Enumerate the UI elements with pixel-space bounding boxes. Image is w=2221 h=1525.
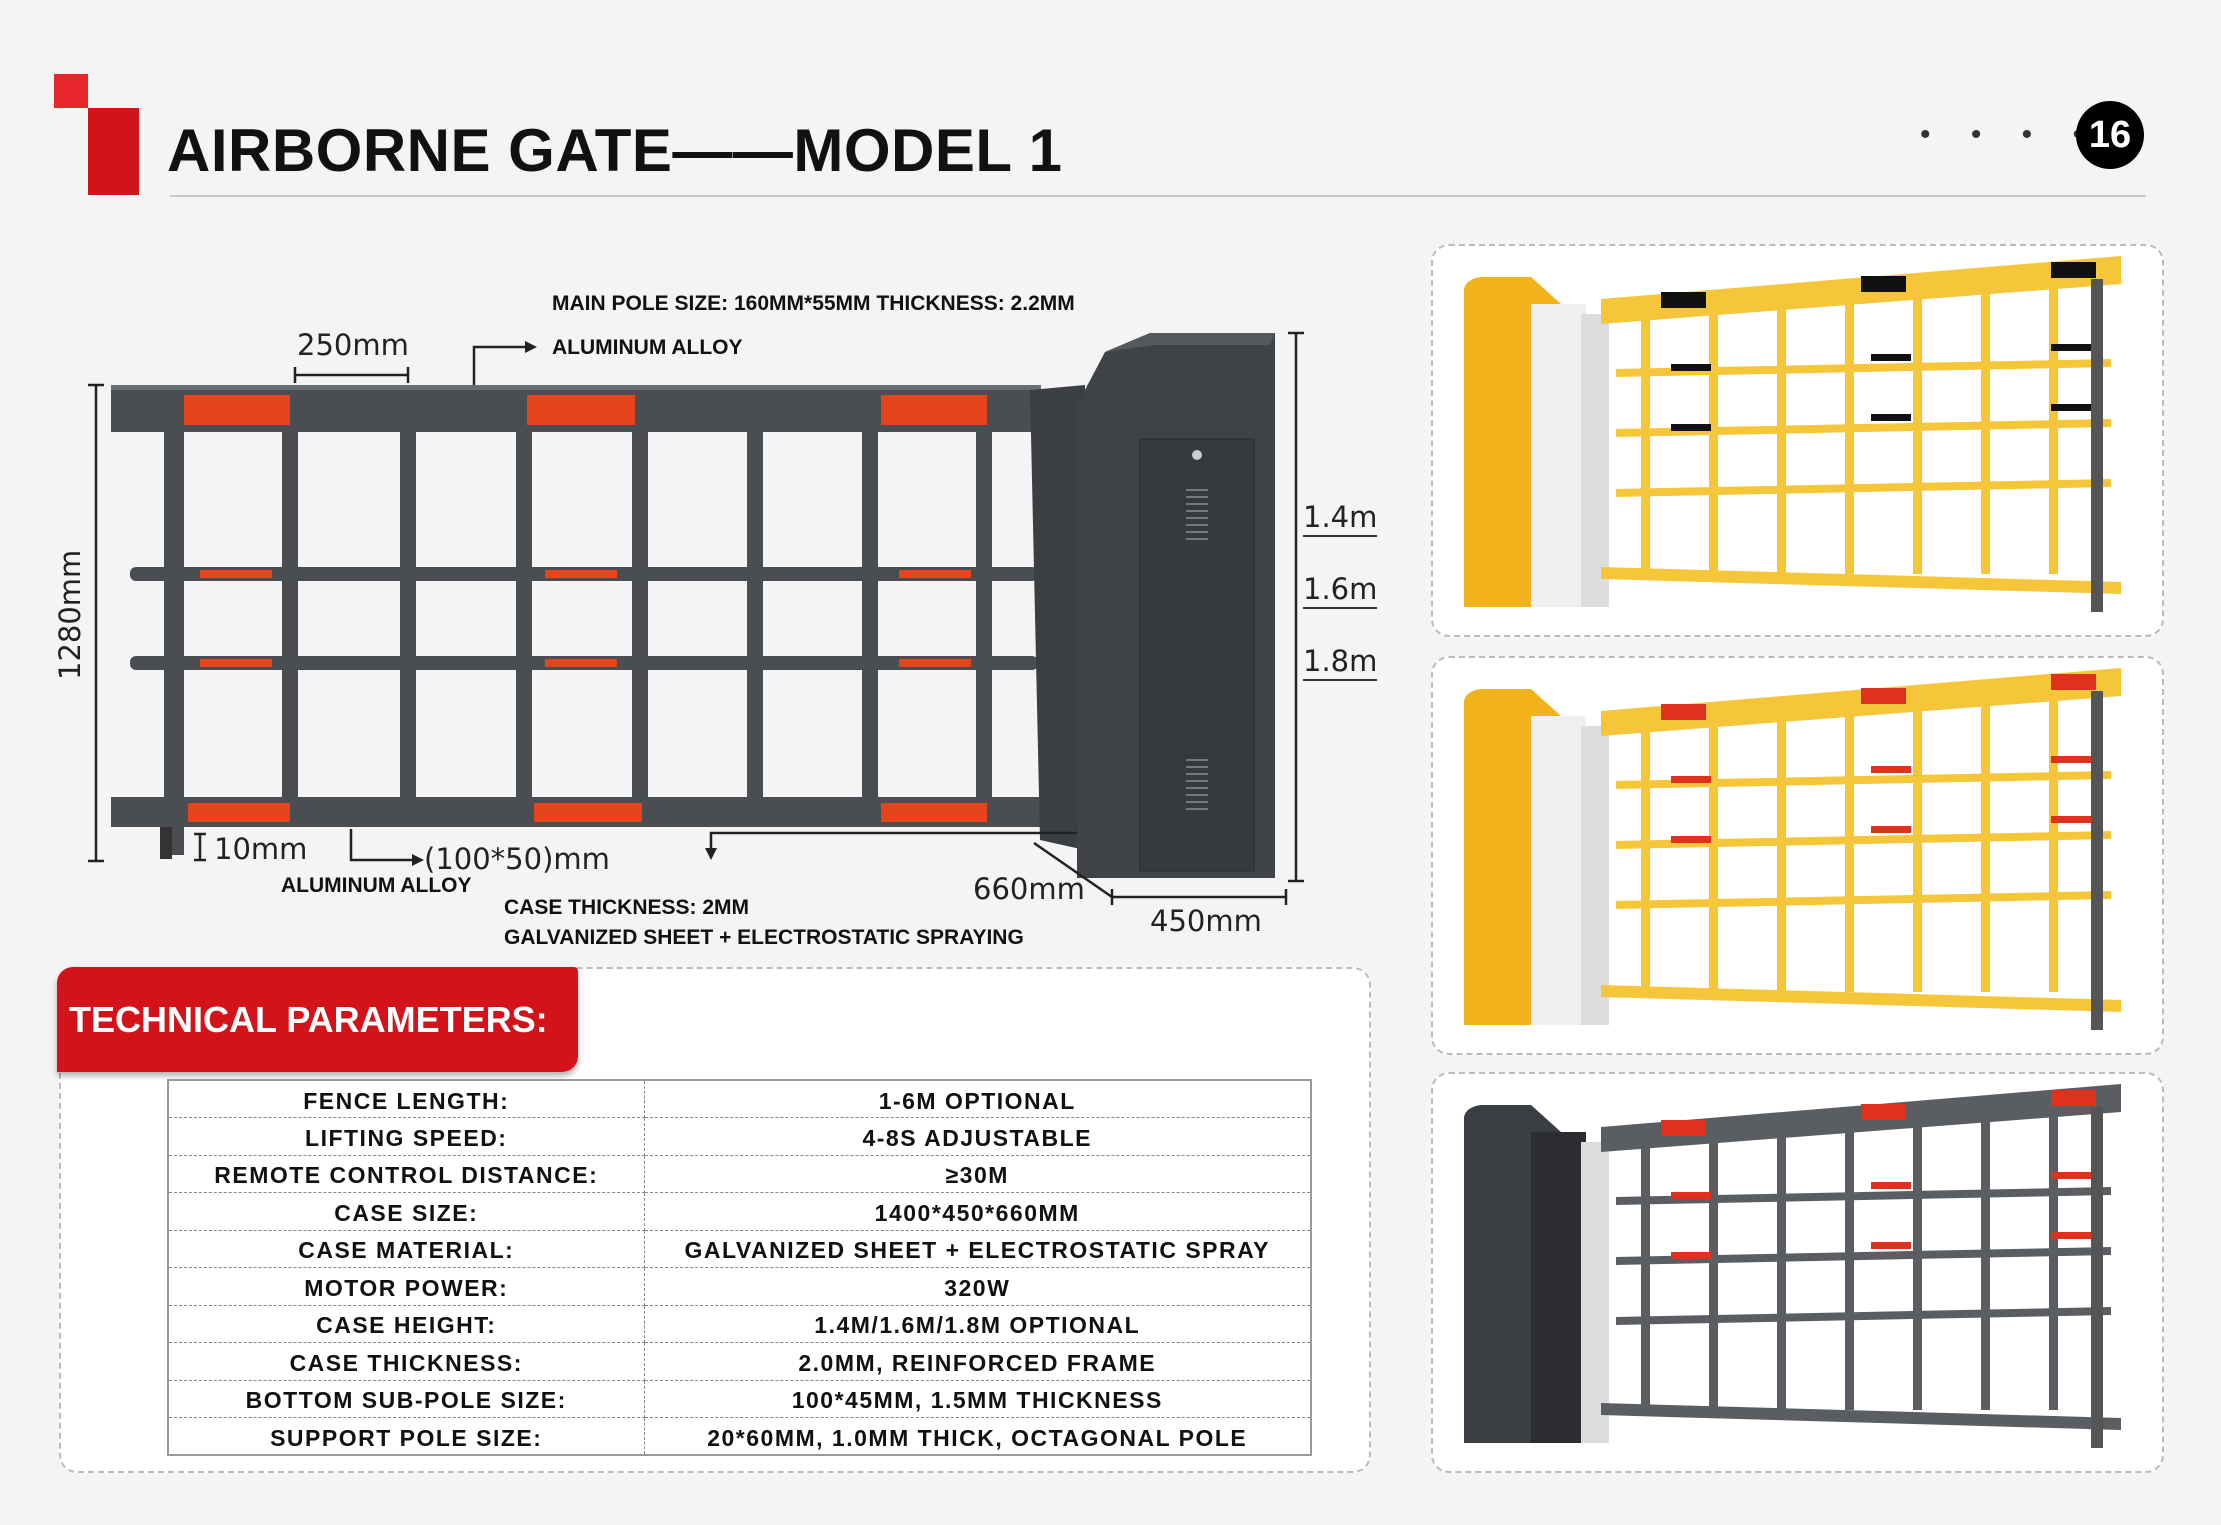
fence-post (747, 425, 763, 805)
case-height-3: 1.8m (1303, 644, 1378, 681)
fence-post (400, 425, 416, 805)
fence-post (632, 425, 648, 805)
case-height-1: 1.4m (1303, 500, 1378, 537)
page-title: AIRBORNE GATE——MODEL 1 (167, 117, 1063, 184)
bottom-material-label: ALUMINUM ALLOY (281, 874, 472, 897)
parameter-name: CASE THICKNESS: (168, 1342, 645, 1381)
fence-post (516, 425, 532, 805)
parameter-value: 20*60MM, 1.0MM THICK, OCTAGONAL POLE (644, 1417, 1311, 1456)
parameter-name: LIFTING SPEED: (168, 1117, 645, 1156)
parameter-row: CASE MATERIAL:GALVANIZED SHEET + ELECTRO… (168, 1230, 1311, 1268)
parameter-name: FENCE LENGTH: (168, 1080, 645, 1118)
logo-large-block (88, 108, 139, 195)
case-finish-label: GALVANIZED SHEET + ELECTROSTATIC SPRAYIN… (504, 926, 1024, 949)
parameter-value: 1400*450*660MM (644, 1192, 1311, 1231)
parameter-row: LIFTING SPEED:4-8S ADJUSTABLE (168, 1117, 1311, 1156)
fence-post (164, 425, 184, 855)
parameter-value: ≥30M (644, 1155, 1311, 1193)
parameter-value: 320W (644, 1267, 1311, 1306)
parameter-row: CASE HEIGHT:1.4M/1.6M/1.8M OPTIONAL (168, 1305, 1311, 1343)
case-height-2: 1.6m (1303, 572, 1378, 609)
spacing-label: 250mm (297, 328, 409, 362)
fence-post (862, 425, 878, 805)
parameter-name: REMOTE CONTROL DISTANCE: (168, 1155, 645, 1193)
product-photo-yellow-black (1431, 244, 2164, 637)
parameter-name: CASE HEIGHT: (168, 1305, 645, 1343)
parameter-name: SUPPORT POLE SIZE: (168, 1417, 645, 1456)
parameter-value: 1-6M OPTIONAL (644, 1080, 1311, 1118)
parameter-name: BOTTOM SUB-POLE SIZE: (168, 1380, 645, 1418)
fence-post (282, 425, 298, 805)
case-width-label: 450mm (1150, 904, 1262, 938)
parameter-row: BOTTOM SUB-POLE SIZE:100*45MM, 1.5MM THI… (168, 1380, 1311, 1418)
parameter-name: CASE SIZE: (168, 1192, 645, 1231)
parameters-heading: TECHNICAL PARAMETERS: (57, 967, 578, 1072)
parameter-value: 2.0MM, REINFORCED FRAME (644, 1342, 1311, 1381)
main-pole-label: MAIN POLE SIZE: 160MM*55MM THICKNESS: 2.… (552, 292, 1075, 315)
bottom-pole-label: (100*50)mm (424, 842, 610, 876)
logo-small-square (54, 74, 88, 108)
parameter-value: GALVANIZED SHEET + ELECTROSTATIC SPRAY (644, 1230, 1311, 1268)
parameter-row: SUPPORT POLE SIZE:20*60MM, 1.0MM THICK, … (168, 1417, 1311, 1456)
parameter-row: CASE SIZE:1400*450*660MM (168, 1192, 1311, 1231)
parameter-name: MOTOR POWER: (168, 1267, 645, 1306)
page-number-badge: 16 (2076, 101, 2144, 169)
parameter-name: CASE MATERIAL: (168, 1230, 645, 1268)
foot-label: 10mm (214, 832, 308, 866)
top-material-label: ALUMINUM ALLOY (552, 336, 743, 359)
fence-post (976, 425, 992, 805)
height-label: 1280mm (53, 549, 87, 680)
parameter-value: 100*45MM, 1.5MM THICKNESS (644, 1380, 1311, 1418)
product-photo-yellow-red (1431, 656, 2164, 1055)
case-thickness-label: CASE THICKNESS: 2MM (504, 896, 750, 919)
title-divider (170, 195, 2146, 197)
decorative-dots: • • • • (1920, 118, 2100, 151)
parameter-row: FENCE LENGTH:1-6M OPTIONAL (168, 1080, 1311, 1118)
parameter-row: CASE THICKNESS:2.0MM, REINFORCED FRAME (168, 1342, 1311, 1381)
parameter-value: 1.4M/1.6M/1.8M OPTIONAL (644, 1305, 1311, 1343)
parameter-row: MOTOR POWER:320W (168, 1267, 1311, 1306)
gate-drawing (88, 331, 1304, 905)
parameter-row: REMOTE CONTROL DISTANCE:≥30M (168, 1155, 1311, 1193)
parameter-value: 4-8S ADJUSTABLE (644, 1117, 1311, 1156)
case-depth-label: 660mm (973, 872, 1085, 906)
product-photo-grey-red (1431, 1072, 2164, 1473)
